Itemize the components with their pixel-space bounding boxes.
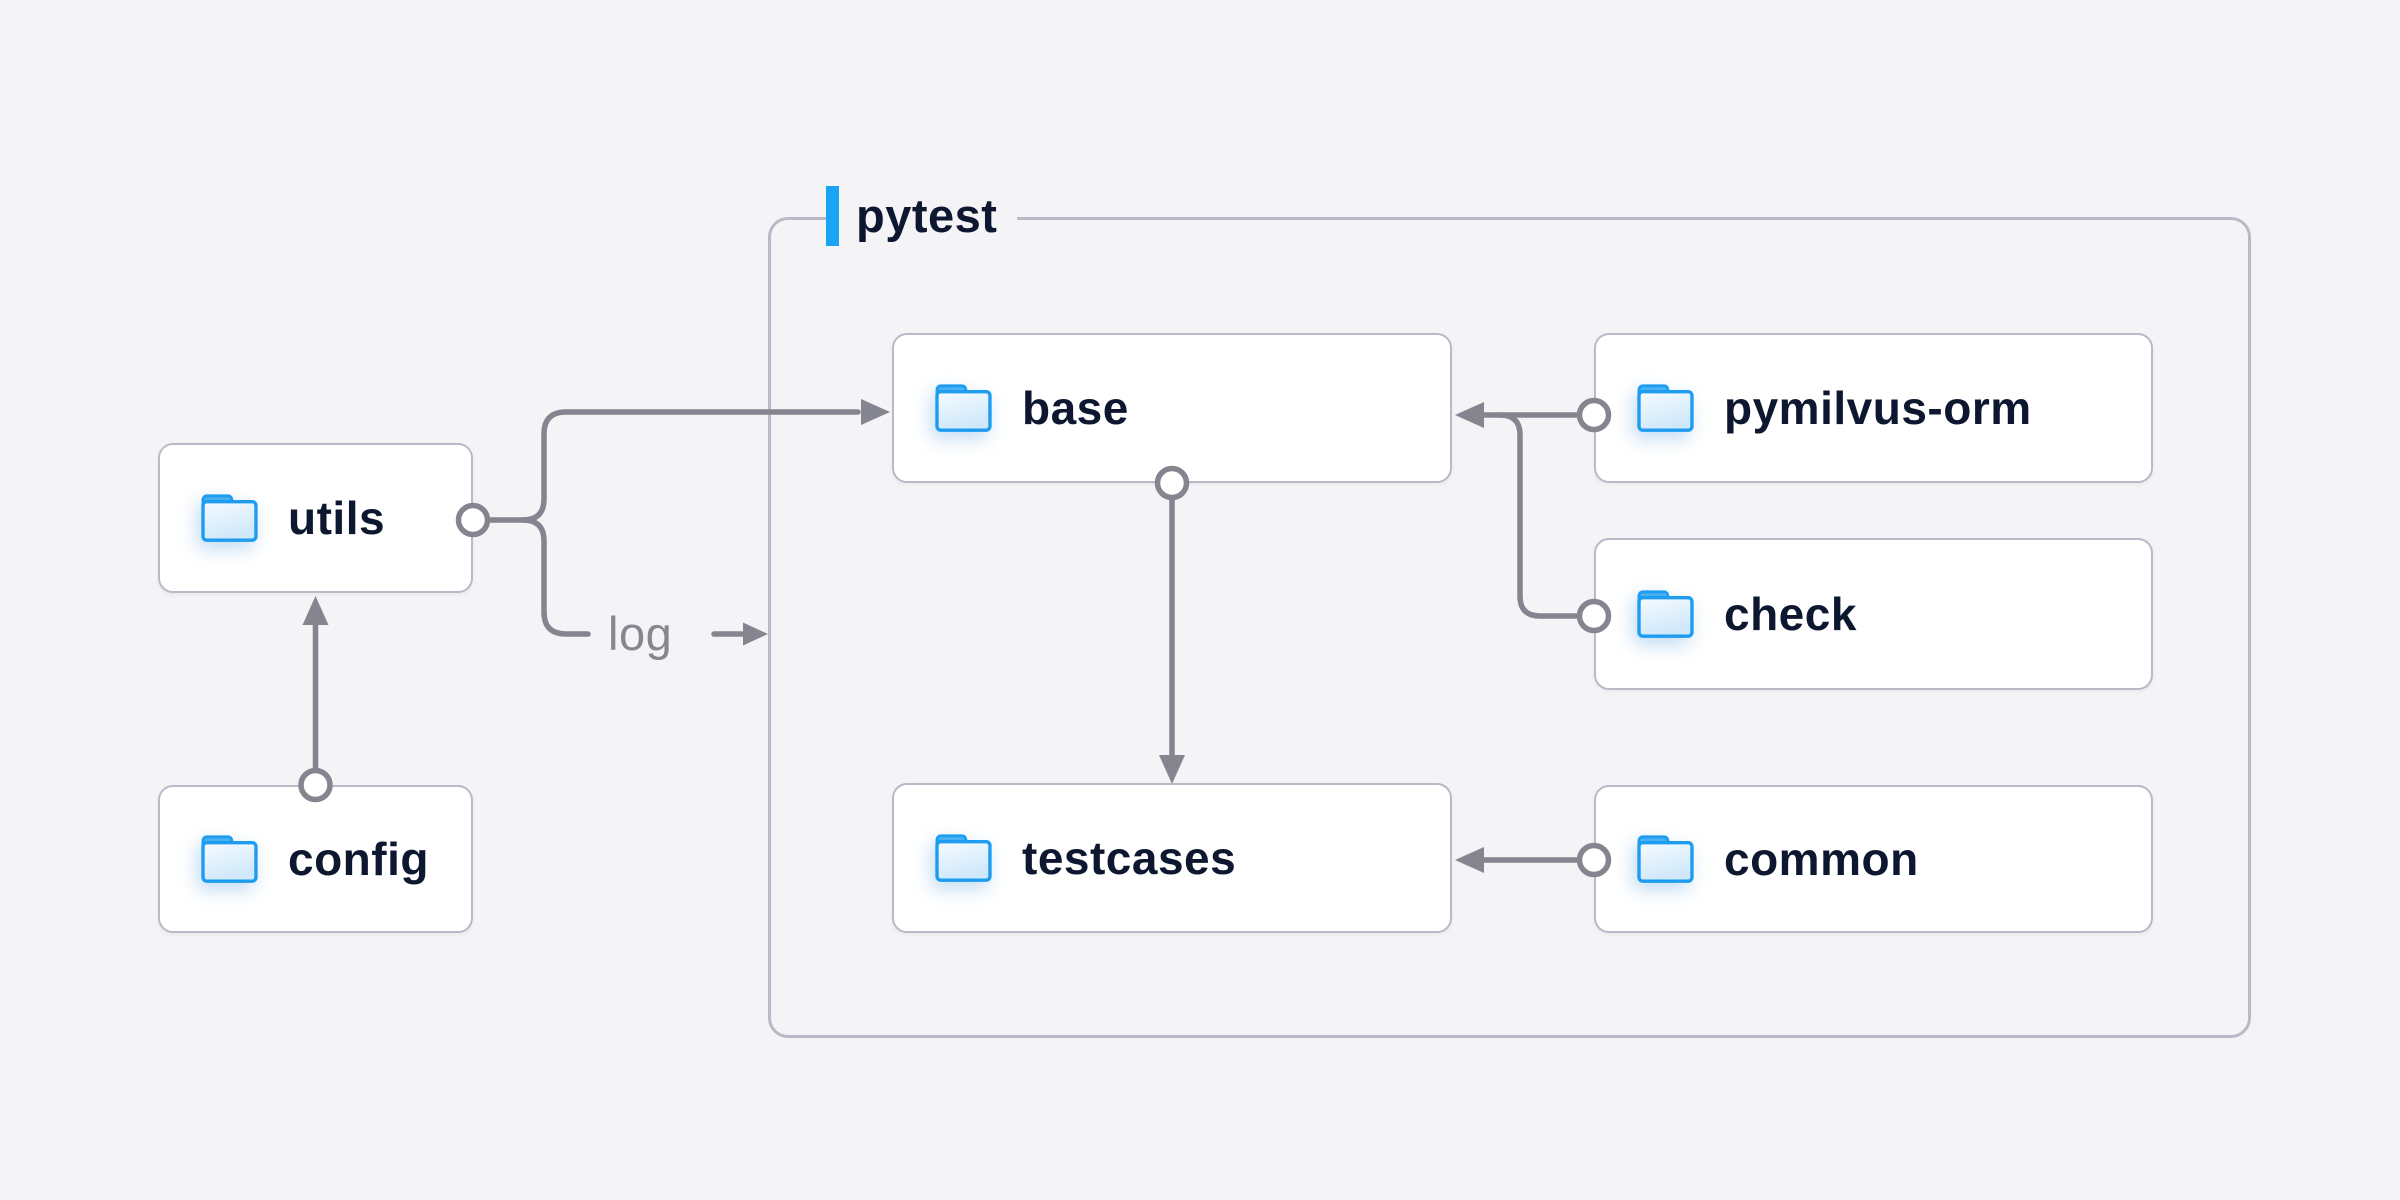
folder-icon <box>932 832 994 884</box>
node-label: pymilvus-orm <box>1724 382 2032 434</box>
node-config: config <box>158 785 473 933</box>
accent-bar-icon <box>826 186 839 246</box>
node-check: check <box>1594 538 2153 690</box>
node-common: common <box>1594 785 2153 933</box>
edge-label-log: log <box>608 607 673 660</box>
node-testcases: testcases <box>892 783 1452 933</box>
folder-icon <box>198 492 260 544</box>
node-label: common <box>1724 833 1919 885</box>
group-title: pytest <box>856 189 998 242</box>
node-pymilvus-orm: pymilvus-orm <box>1594 333 2153 483</box>
folder-icon <box>932 382 994 434</box>
folder-icon <box>1634 588 1696 640</box>
arrowhead <box>743 622 768 646</box>
arrowhead <box>302 596 329 625</box>
folder-icon <box>1634 833 1696 885</box>
node-label: check <box>1724 588 1857 640</box>
node-utils: utils <box>158 443 473 593</box>
node-label: base <box>1022 382 1129 434</box>
pytest-group-label: pytest <box>826 186 1018 246</box>
node-base: base <box>892 333 1452 483</box>
pytest-group-container <box>768 217 2251 1038</box>
node-label: utils <box>288 492 386 544</box>
folder-icon <box>1634 382 1696 434</box>
node-label: config <box>288 833 429 885</box>
node-label: testcases <box>1022 832 1237 884</box>
folder-icon <box>198 833 260 885</box>
